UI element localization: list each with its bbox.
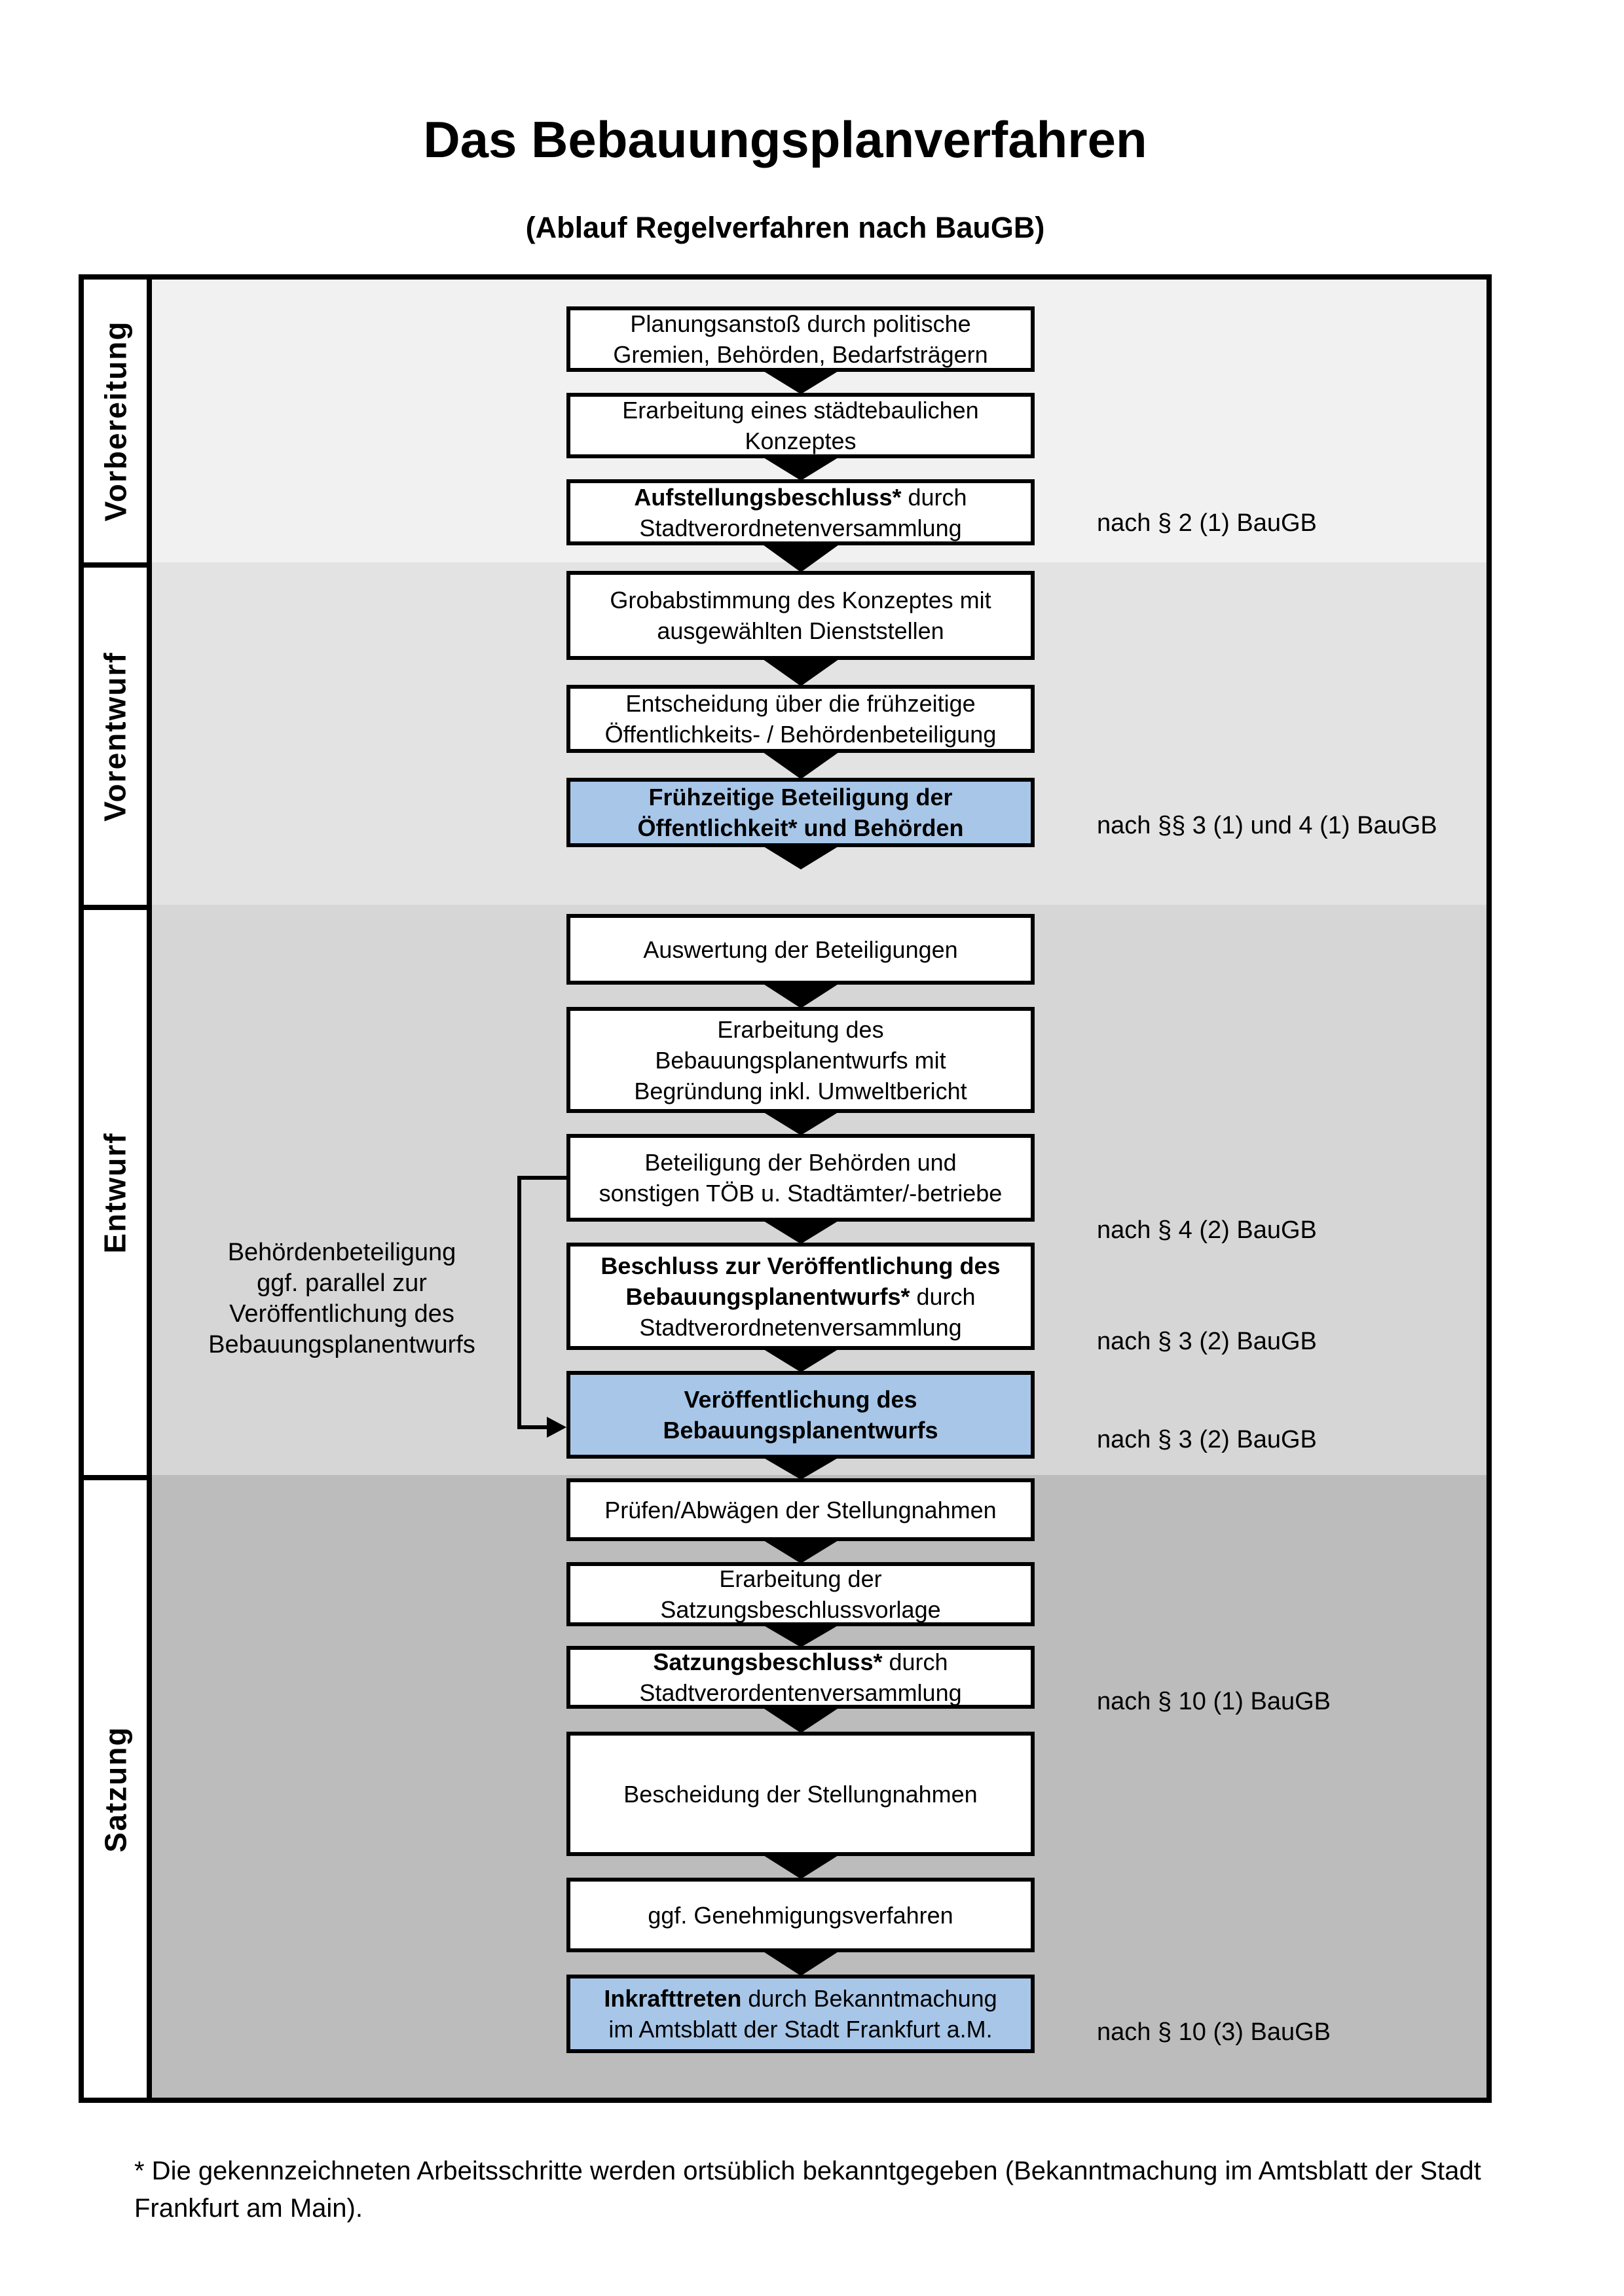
flow-step-text-line: ausgewählten Dienststellen [657,617,944,644]
phase-cell-entwurf: Entwurf [84,910,147,1480]
flow-step-text-line: Gremien, Behörden, Bedarfsträgern [613,341,988,368]
flow-step-text-line: Bebauungsplanentwurfs [663,1417,938,1444]
connector-line [517,1425,549,1429]
flow-step-text-line: Stadtverordnetenversammlung [639,514,962,541]
flow-arrow-down-icon [758,1622,843,1647]
flow-step-box: Grobabstimmung des Konzeptes mit ausgewäh… [566,571,1035,660]
footnote-line: Frankfurt am Main). [134,2194,363,2223]
phase-cell-vorentwurf: Vorentwurf [84,568,147,910]
legal-reference-label: nach § 3 (2) BauGB [1097,1328,1317,1355]
flow-arrow-down-icon [758,981,843,1008]
flow-step-box: ggf. Genehmigungsverfahren [566,1878,1035,1952]
annotation-line: Bebauungsplanentwurfs [208,1331,475,1358]
flow-arrow-down-icon [758,541,843,572]
flow-arrow-down-icon [758,454,843,481]
flow-arrow-down-icon [758,843,843,869]
flow-step-box: Prüfen/Abwägen der Stellungnahmen [566,1478,1035,1541]
phase-label: Vorentwurf [98,651,132,822]
flow-step-text-line: Aufstellungsbeschluss* durch [634,483,967,511]
flow-step-text-line: Begründung inkl. Umweltbericht [634,1077,967,1104]
legal-reference-label: nach § 10 (1) BauGB [1097,1688,1331,1715]
flow-step-box: Bescheidung der Stellungnahmen [566,1732,1035,1856]
phase-label-column: Vorbereitung Vorentwurf Entwurf Satzung [84,280,152,2098]
phase-cell-satzung: Satzung [84,1480,147,2098]
flow-step-text-line: Stadtverordentenversammlung [639,1679,962,1706]
flow-arrow-down-icon [758,1455,843,1480]
flow-step-text-line: Frühzeitige Beteiligung der [648,784,953,811]
flow-step-text-line: Erarbeitung eines städtebaulichen [622,397,979,424]
footnote: * Die gekennzeichneten Arbeitsschritte w… [134,2153,1529,2227]
flow-step-box: Auswertung der Beteiligungen [566,914,1035,985]
legal-reference-label: nach § 2 (1) BauGB [1097,509,1317,537]
flow-step-text-line: Erarbeitung der [719,1565,882,1592]
flow-arrow-down-icon [758,749,843,779]
flow-arrow-down-icon [758,368,843,394]
flow-step-text-line: Satzungsbeschlussvorlage [660,1596,941,1623]
flow-step-text-line: Erarbeitung des [717,1015,884,1043]
flow-step-text-line: Veröffentlichung des [684,1386,917,1413]
legal-reference-label: nach § 4 (2) BauGB [1097,1216,1317,1244]
flow-step-text-line: Beschluss zur Veröffentlichung des [600,1252,1001,1279]
phase-label: Entwurf [98,1131,133,1254]
flow-step-text-line: Bebauungsplanentwurfs* durch [625,1283,976,1310]
flow-step-text-line: Prüfen/Abwägen der Stellungnahmen [604,1496,997,1523]
flow-step-text-line: Stadtverordnetenversammlung [639,1313,962,1341]
footnote-line: * Die gekennzeichneten Arbeitsschritte w… [134,2157,1481,2185]
legal-reference-label: nach § 3 (2) BauGB [1097,1426,1317,1453]
flow-step-text-line: Planungsanstoß durch politische [630,310,971,337]
flow-step-text-line: ggf. Genehmigungsverfahren [648,1901,953,1929]
flow-arrow-down-icon [758,1218,843,1244]
flowchart-frame: Vorbereitung Vorentwurf Entwurf Satzung … [79,274,1492,2103]
flow-step-box-highlighted: Inkrafttreten durch Bekanntmachung im Amt… [566,1975,1035,2053]
flow-step-text-line: Inkrafttreten durch Bekanntmachung [604,1985,997,2012]
phase-label: Satzung [98,1726,133,1852]
flow-step-text-line: Auswertung der Beteiligungen [643,936,958,963]
flow-arrow-down-icon [758,1537,843,1563]
annotation-line: Behördenbeteiligung [227,1239,456,1266]
connector-line [517,1176,566,1180]
flow-step-text-line: Satzungsbeschluss* durch [653,1649,948,1675]
flow-step-text-line: Öffentlichkeit* und Behörden [637,814,964,841]
page-title: Das Bebauungsplanverfahren [423,111,1147,168]
legal-reference-label: nach § 10 (3) BauGB [1097,2018,1331,2046]
flow-step-text-line: Entscheidung über die frühzeitige [625,690,976,717]
flow-step-text-line: sonstigen TÖB u. Stadtämter/-betriebe [599,1180,1003,1207]
legal-reference-label: nach §§ 3 (1) und 4 (1) BauGB [1097,812,1437,839]
flow-step-text-line: Bebauungsplanentwurfs mit [655,1046,946,1074]
flow-arrow-down-icon [758,1705,843,1733]
flow-step-box: Beteiligung der Behörden und sonstigen TÖ… [566,1134,1035,1222]
flow-step-text-line: Konzeptes [745,428,857,454]
flow-step-text-line: im Amtsblatt der Stadt Frankfurt a.M. [608,2016,993,2043]
flow-arrow-down-icon [758,656,843,686]
page-subtitle: (Ablauf Regelverfahren nach BauGB) [525,211,1045,244]
flow-arrow-down-icon [758,1346,843,1372]
flow-arrow-down-icon [758,1948,843,1976]
connector-arrowhead-icon [547,1417,566,1438]
connector-line [517,1176,521,1429]
flow-arrow-down-icon [758,1852,843,1879]
flow-step-text-line: Grobabstimmung des Konzeptes mit [610,587,991,613]
flow-step-text-line: Bescheidung der Stellungnahmen [623,1780,978,1808]
phase-cell-vorbereitung: Vorbereitung [84,280,147,568]
annotation-line: ggf. parallel zur [257,1269,427,1297]
flow-step-text-line: Beteiligung der Behörden und [644,1149,957,1176]
annotation-line: Veröffentlichung des [229,1300,454,1328]
flow-arrow-down-icon [758,1109,843,1135]
phase-label: Vorbereitung [98,320,133,522]
flow-step-text-line: Öffentlichkeits- / Behördenbeteiligung [604,721,997,748]
